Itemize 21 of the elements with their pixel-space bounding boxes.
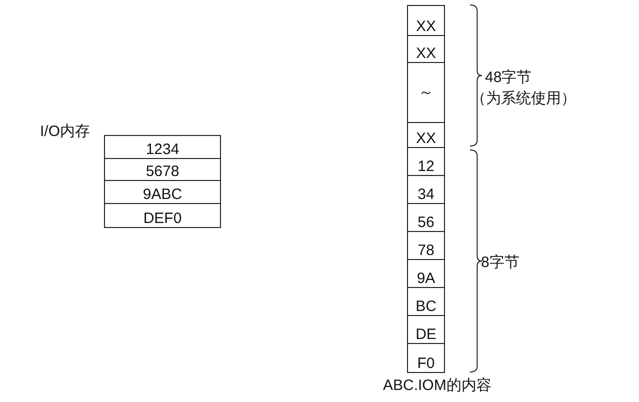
label: 8字节 — [481, 255, 520, 272]
memory-cell: 9A — [407, 259, 445, 288]
memory-cell: 56 — [407, 203, 445, 232]
memory-cell: ～ — [407, 62, 445, 123]
memory-cell: 34 — [407, 175, 445, 204]
memory-cell: DEF0 — [104, 203, 221, 228]
label: I/O内存 — [40, 124, 90, 140]
memory-cell: XX — [407, 5, 445, 36]
memory-cell: XX — [407, 122, 445, 148]
memory-cell: 78 — [407, 231, 445, 260]
label: ABC.IOM的内容 — [383, 378, 492, 394]
label: 48字节 — [485, 70, 532, 86]
memory-cell: F0 — [407, 343, 445, 373]
memory-cell: 9ABC — [104, 180, 221, 204]
label: （为系统使用） — [471, 91, 576, 108]
memory-cell: 5678 — [104, 158, 221, 181]
memory-cell: 12 — [407, 147, 445, 176]
memory-cell: 1234 — [104, 135, 221, 159]
memory-cell: BC — [407, 287, 445, 316]
memory-cell: DE — [407, 315, 445, 344]
memory-cell: XX — [407, 35, 445, 63]
